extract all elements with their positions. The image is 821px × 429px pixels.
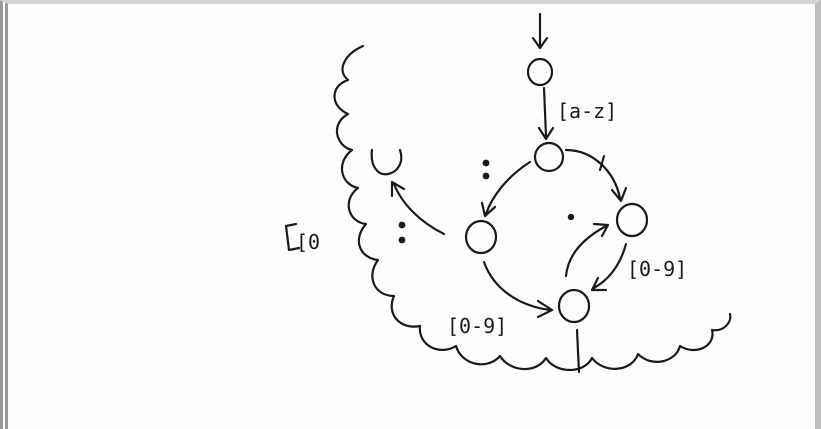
colon-dot-left-upper — [398, 221, 406, 229]
label-digits-right: [0-9] — [627, 257, 687, 281]
arrow-right-to-bottom — [590, 242, 628, 292]
arrow-identifier-to-right — [564, 148, 628, 203]
colon-dot-upper — [482, 159, 490, 167]
cloud-outline — [333, 44, 732, 371]
state-bottom — [557, 288, 591, 324]
state-right — [615, 202, 649, 238]
arrow-start-to-identifier — [537, 86, 555, 141]
partial-bracket — [284, 222, 301, 252]
state-start — [526, 57, 554, 87]
comma-mark — [598, 154, 606, 172]
state-partial — [370, 148, 403, 176]
arrow-left-to-bottom — [482, 260, 554, 319]
exit-line — [575, 328, 581, 374]
label-a-z: [a-z] — [557, 99, 617, 123]
entry-arrow — [531, 12, 549, 50]
arrow-identifier-to-left — [480, 160, 532, 218]
label-digits-bottom: [0-9] — [447, 314, 507, 338]
label-left-cut: [0 — [296, 230, 320, 254]
colon-dot-left-lower — [398, 236, 406, 244]
state-left — [464, 219, 498, 255]
colon-dot-lower — [482, 172, 490, 180]
state-identifier — [533, 141, 565, 173]
period-dot — [567, 213, 575, 221]
arrow-left-to-partial — [390, 180, 446, 236]
arrow-bottom-to-right — [564, 222, 610, 278]
